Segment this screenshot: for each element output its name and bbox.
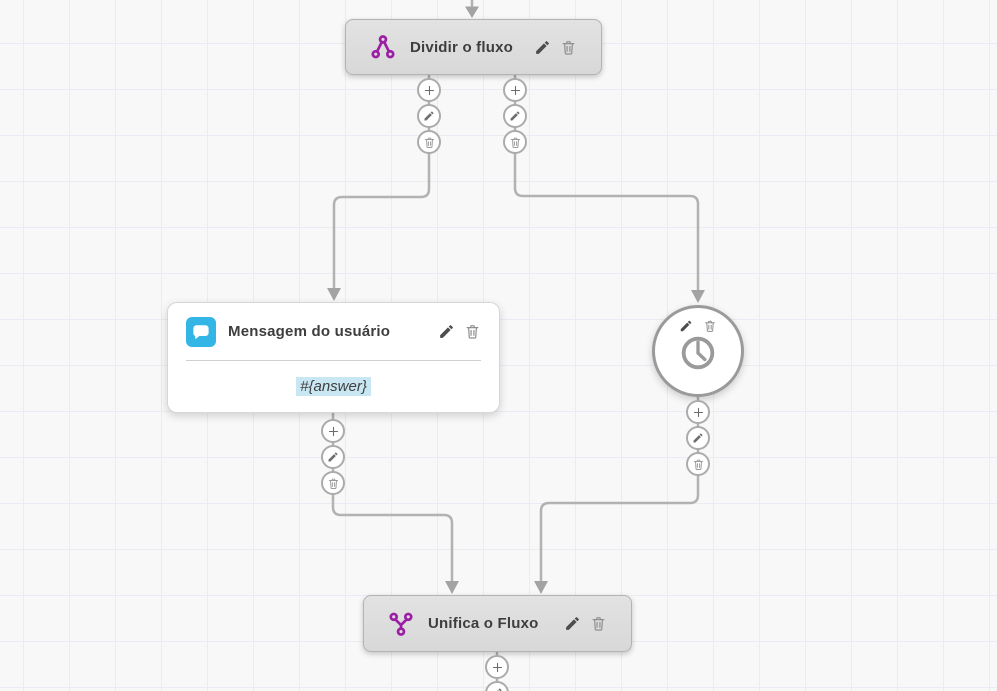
branch-actions-timer <box>686 400 710 476</box>
node-split-flow[interactable]: Dividir o fluxo <box>345 19 602 75</box>
edit-node-icon[interactable] <box>564 615 581 632</box>
node-body: #{answer} <box>168 361 499 412</box>
delete-connection-button[interactable] <box>417 130 441 154</box>
delete-node-icon[interactable] <box>590 615 607 632</box>
node-header: Mensagem do usuário <box>168 303 499 360</box>
branch-actions-user-message <box>321 419 345 495</box>
delete-connection-button[interactable] <box>321 471 345 495</box>
branch-actions-split-left <box>417 78 441 154</box>
add-step-button[interactable] <box>417 78 441 102</box>
delete-node-icon[interactable] <box>703 319 717 333</box>
delete-connection-button[interactable] <box>686 452 710 476</box>
add-step-button[interactable] <box>485 655 509 679</box>
edit-node-icon[interactable] <box>679 319 693 333</box>
edit-connection-button[interactable] <box>321 445 345 469</box>
branch-actions-split-right <box>503 78 527 154</box>
clock-icon <box>678 333 718 373</box>
split-branch-icon <box>370 34 396 60</box>
delete-node-icon[interactable] <box>464 323 481 340</box>
chat-bubble-icon <box>186 316 216 347</box>
node-user-message[interactable]: Mensagem do usuário #{answer} <box>167 302 500 413</box>
delete-connection-button[interactable] <box>503 130 527 154</box>
edit-connection-button[interactable] <box>417 104 441 128</box>
node-merge-flow[interactable]: Unifica o Fluxo <box>363 595 632 652</box>
branch-actions-merge <box>485 655 509 691</box>
node-timer[interactable] <box>652 305 744 397</box>
node-title: Unifica o Fluxo <box>428 615 539 632</box>
edit-node-icon[interactable] <box>438 323 455 340</box>
edit-connection-button[interactable] <box>485 681 509 691</box>
add-step-button[interactable] <box>686 400 710 424</box>
edit-connection-button[interactable] <box>686 426 710 450</box>
add-step-button[interactable] <box>503 78 527 102</box>
edit-node-icon[interactable] <box>534 39 551 56</box>
node-divider <box>186 360 481 361</box>
edit-connection-button[interactable] <box>503 104 527 128</box>
node-title: Mensagem do usuário <box>228 323 391 340</box>
node-title: Dividir o fluxo <box>410 38 514 56</box>
delete-node-icon[interactable] <box>560 39 577 56</box>
variable-chip: #{answer} <box>296 377 371 396</box>
merge-branch-icon <box>388 611 414 637</box>
add-step-button[interactable] <box>321 419 345 443</box>
